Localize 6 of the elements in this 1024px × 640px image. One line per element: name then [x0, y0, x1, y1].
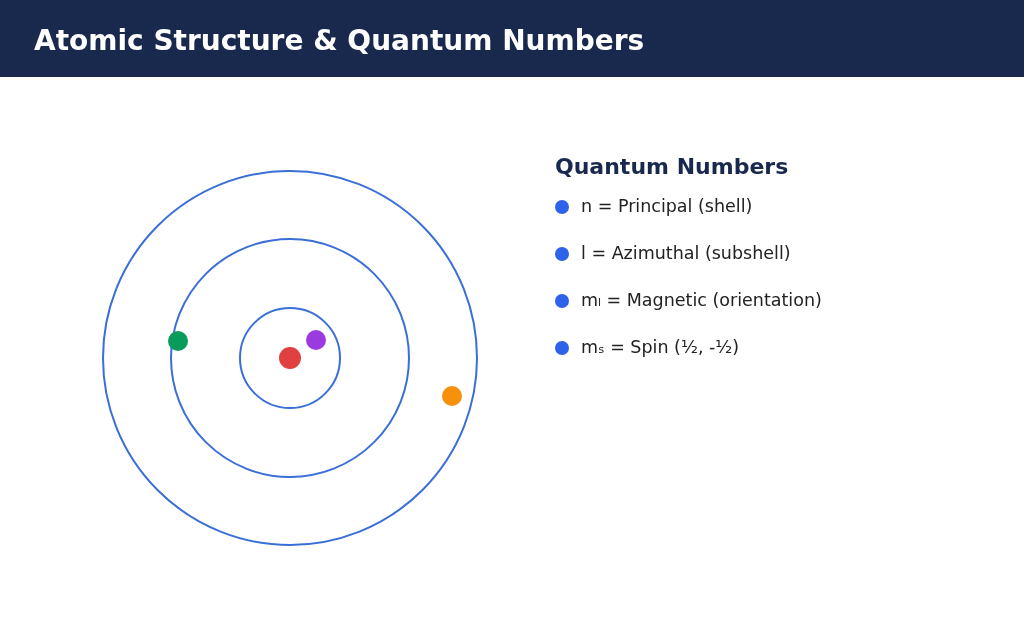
legend-text: mₛ = Spin (½, -½)	[581, 336, 740, 358]
legend-text: mₗ = Magnetic (orientation)	[581, 289, 822, 311]
legend-heading: Quantum Numbers	[555, 153, 789, 181]
title: Atomic Structure & Quantum Numbers	[34, 24, 645, 58]
legend-text: l = Azimuthal (subshell)	[581, 242, 791, 264]
legend-text: n = Principal (shell)	[581, 195, 753, 217]
